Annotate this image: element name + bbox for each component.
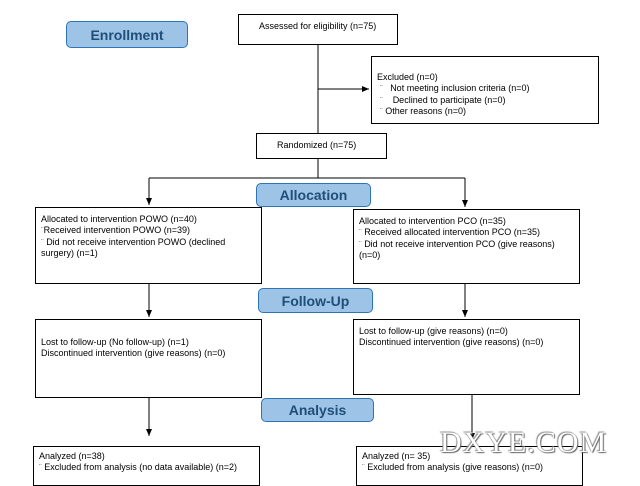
excluded-title: Excluded (n=0): [377, 72, 438, 82]
excluded-box: Excluded (n=0) ¨ Not meeting inclusion c…: [371, 56, 599, 124]
allocation-left-not-received-cont: surgery) (n=1): [41, 248, 98, 259]
randomized-text: Randomized (n=75): [277, 140, 357, 150]
stage-enrollment: Enrollment: [66, 21, 188, 48]
bullet-icon: ¨: [41, 237, 44, 247]
bullet-icon: ¨: [380, 84, 383, 94]
excluded-item: ¨ Other reasons (n=0): [380, 106, 466, 117]
allocation-right-not-received-cont: (n=0): [359, 250, 381, 261]
bullet-icon: ¨: [359, 239, 362, 249]
followup-left-discontinued: Discontinued intervention (give reasons)…: [41, 348, 226, 359]
followup-left-lost: Lost to follow-up (No follow-up) (n=1): [41, 337, 189, 347]
allocation-right-title: Allocated to intervention PCO (n=35): [359, 216, 506, 226]
analysis-left-box: Analyzed (n=38) ¨ Excluded from analysis…: [33, 446, 260, 486]
analysis-right-analyzed: Analyzed (n= 35): [362, 451, 431, 461]
bullet-icon: ¨: [41, 226, 44, 236]
stage-analysis: Analysis: [261, 398, 374, 422]
bullet-icon: ¨: [362, 463, 365, 473]
stage-follow-up: Follow-Up: [258, 288, 373, 313]
watermark: DXYE.COM: [440, 426, 608, 459]
allocation-right-not-received: ¨ Did not receive intervention PCO (give…: [359, 238, 555, 249]
bullet-icon: ¨: [359, 228, 362, 238]
allocation-left-title: Allocated to intervention POWO (n=40): [41, 214, 197, 224]
analysis-right-excluded: ¨ Excluded from analysis (give reasons) …: [362, 462, 544, 473]
assessed-text: Assessed for eligibility (n=75): [259, 21, 377, 31]
excluded-item: ¨ Declined to participate (n=0): [380, 94, 506, 105]
allocation-right-received: ¨ Received allocated intervention PCO (n…: [359, 227, 541, 238]
bullet-icon: ¨: [380, 107, 383, 117]
randomized-box: Randomized (n=75): [256, 133, 387, 159]
bullet-icon: ¨: [39, 463, 42, 473]
followup-right-box: Lost to follow-up (give reasons) (n=0) D…: [353, 319, 580, 395]
bullet-icon: ¨: [380, 95, 383, 105]
assessed-box: Assessed for eligibility (n=75): [238, 14, 398, 45]
allocation-left-box: Allocated to intervention POWO (n=40) ¨R…: [35, 207, 262, 284]
allocation-right-box: Allocated to intervention PCO (n=35) ¨ R…: [353, 209, 580, 284]
allocation-left-not-received: ¨ Did not receive intervention POWO (dec…: [41, 236, 226, 247]
analysis-left-excluded: ¨ Excluded from analysis (no data availa…: [39, 462, 238, 473]
followup-right-discontinued: Discontinued intervention (give reasons)…: [359, 337, 544, 348]
followup-right-lost: Lost to follow-up (give reasons) (n=0): [359, 326, 508, 336]
allocation-left-received: ¨Received intervention POWO (n=39): [41, 225, 190, 236]
analysis-left-analyzed: Analyzed (n=38): [39, 451, 105, 461]
excluded-item: ¨ Not meeting inclusion criteria (n=0): [380, 83, 530, 94]
stage-allocation: Allocation: [256, 183, 371, 207]
followup-left-box: Lost to follow-up (No follow-up) (n=1) D…: [35, 319, 262, 398]
